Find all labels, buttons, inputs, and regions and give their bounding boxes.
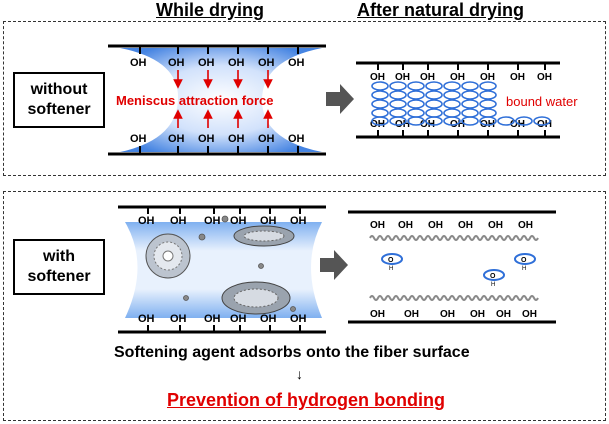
svg-text:OH: OH bbox=[230, 313, 247, 325]
svg-text:OH: OH bbox=[370, 220, 385, 231]
softener-layer-top bbox=[369, 235, 539, 241]
water-molecule-3: O H bbox=[483, 269, 505, 288]
svg-text:OH: OH bbox=[260, 215, 277, 227]
panel-without-softener bbox=[3, 21, 606, 176]
svg-text:OH: OH bbox=[230, 215, 247, 227]
svg-text:OH: OH bbox=[395, 72, 410, 83]
meniscus-water bbox=[120, 48, 322, 152]
svg-text:OH: OH bbox=[138, 215, 155, 227]
label-without-line1: without bbox=[30, 81, 88, 98]
svg-text:OH: OH bbox=[488, 220, 503, 231]
svg-text:OH: OH bbox=[428, 220, 443, 231]
bound-water-molecules bbox=[371, 81, 551, 126]
svg-text:OH: OH bbox=[258, 57, 275, 69]
bound-water-label: bound water bbox=[506, 94, 578, 109]
oh-labels-bottom-left: OH OH OH OH OH OH bbox=[130, 133, 305, 145]
svg-text:OH: OH bbox=[138, 313, 155, 325]
svg-text:OH: OH bbox=[288, 57, 305, 69]
svg-text:OH: OH bbox=[496, 309, 511, 320]
conclusion-prevention: Prevention of hydrogen bonding bbox=[167, 390, 445, 410]
svg-text:OH: OH bbox=[510, 119, 525, 130]
water-molecule-1: O H bbox=[381, 253, 403, 272]
label-with-softener: with softener bbox=[13, 239, 105, 295]
svg-text:OH: OH bbox=[198, 57, 215, 69]
svg-text:OH: OH bbox=[470, 309, 485, 320]
oh-stubs-top-softener bbox=[147, 207, 301, 214]
header-while-drying: While drying bbox=[156, 0, 264, 20]
svg-text:OH: OH bbox=[370, 309, 385, 320]
label-with-line2: softener bbox=[27, 268, 91, 285]
free-softener-molecules bbox=[183, 215, 296, 312]
svg-text:OH: OH bbox=[168, 57, 185, 69]
oh-labels-top-left: OH OH OH OH OH OH bbox=[130, 57, 305, 69]
svg-text:OH: OH bbox=[518, 220, 533, 231]
oh-stubs-bottom-right bbox=[377, 130, 546, 137]
svg-text:OH: OH bbox=[130, 57, 147, 69]
svg-text:OH: OH bbox=[288, 133, 305, 145]
process-arrow-bottom bbox=[320, 250, 348, 280]
svg-text:OH: OH bbox=[537, 72, 552, 83]
svg-text:OH: OH bbox=[522, 309, 537, 320]
caption-softening-agent: Softening agent adsorbs onto the fiber s… bbox=[114, 344, 470, 361]
down-arrow: ↓ bbox=[296, 366, 303, 382]
attraction-arrows bbox=[173, 70, 273, 128]
svg-text:OH: OH bbox=[450, 72, 465, 83]
meniscus-label: Meniscus attraction force bbox=[116, 93, 274, 108]
oh-stubs-top-left bbox=[139, 46, 299, 54]
header-after-drying: After natural drying bbox=[357, 0, 525, 20]
svg-text:OH: OH bbox=[370, 72, 385, 83]
micelle-bottom bbox=[221, 281, 291, 315]
svg-text:OH: OH bbox=[170, 215, 187, 227]
svg-text:OH: OH bbox=[458, 220, 473, 231]
svg-text:OH: OH bbox=[198, 133, 215, 145]
water-molecule-2: O H bbox=[514, 253, 536, 272]
svg-text:OH: OH bbox=[170, 313, 187, 325]
svg-text:OH: OH bbox=[204, 313, 221, 325]
svg-text:OH: OH bbox=[228, 57, 245, 69]
micelle-left bbox=[145, 233, 191, 279]
svg-text:OH: OH bbox=[510, 72, 525, 83]
svg-text:OH: OH bbox=[168, 133, 185, 145]
svg-text:O: O bbox=[521, 257, 527, 264]
oh-labels-top-softener-dried: OH OH OH OH OH OH bbox=[370, 220, 533, 231]
label-without-line2: softener bbox=[27, 101, 91, 118]
oh-stubs-bottom-softener bbox=[147, 325, 301, 332]
softener-layer-bottom bbox=[369, 295, 539, 301]
label-with-line1: with bbox=[43, 248, 75, 265]
svg-text:OH: OH bbox=[290, 215, 307, 227]
svg-text:OH: OH bbox=[130, 133, 147, 145]
panel-with-softener bbox=[3, 191, 606, 421]
oh-stubs-bottom-left bbox=[139, 146, 299, 154]
process-arrow-top bbox=[326, 84, 354, 114]
svg-text:OH: OH bbox=[260, 313, 277, 325]
oh-stubs-top-right bbox=[377, 63, 546, 70]
label-without-softener: without softener bbox=[13, 72, 105, 128]
svg-text:OH: OH bbox=[404, 309, 419, 320]
oh-labels-top-softener: OH OH OH OH OH OH bbox=[138, 215, 307, 227]
oh-labels-top-right: OH OH OH OH OH OH OH bbox=[370, 72, 552, 83]
svg-text:OH: OH bbox=[228, 133, 245, 145]
micelle-top-right bbox=[233, 225, 295, 247]
svg-text:O: O bbox=[388, 257, 394, 264]
oh-labels-bottom-softener-dried: OH OH OH OH OH OH bbox=[370, 309, 537, 320]
svg-text:OH: OH bbox=[480, 72, 495, 83]
svg-text:H: H bbox=[389, 266, 393, 272]
svg-text:OH: OH bbox=[440, 309, 455, 320]
svg-text:H: H bbox=[522, 266, 526, 272]
svg-text:OH: OH bbox=[420, 119, 435, 130]
svg-text:H: H bbox=[491, 282, 495, 288]
svg-text:OH: OH bbox=[258, 133, 275, 145]
svg-text:OH: OH bbox=[290, 313, 307, 325]
svg-text:O: O bbox=[490, 273, 496, 280]
svg-text:OH: OH bbox=[204, 215, 221, 227]
oh-labels-bottom-softener: OH OH OH OH OH OH bbox=[138, 313, 307, 325]
svg-text:OH: OH bbox=[398, 220, 413, 231]
svg-text:OH: OH bbox=[420, 72, 435, 83]
